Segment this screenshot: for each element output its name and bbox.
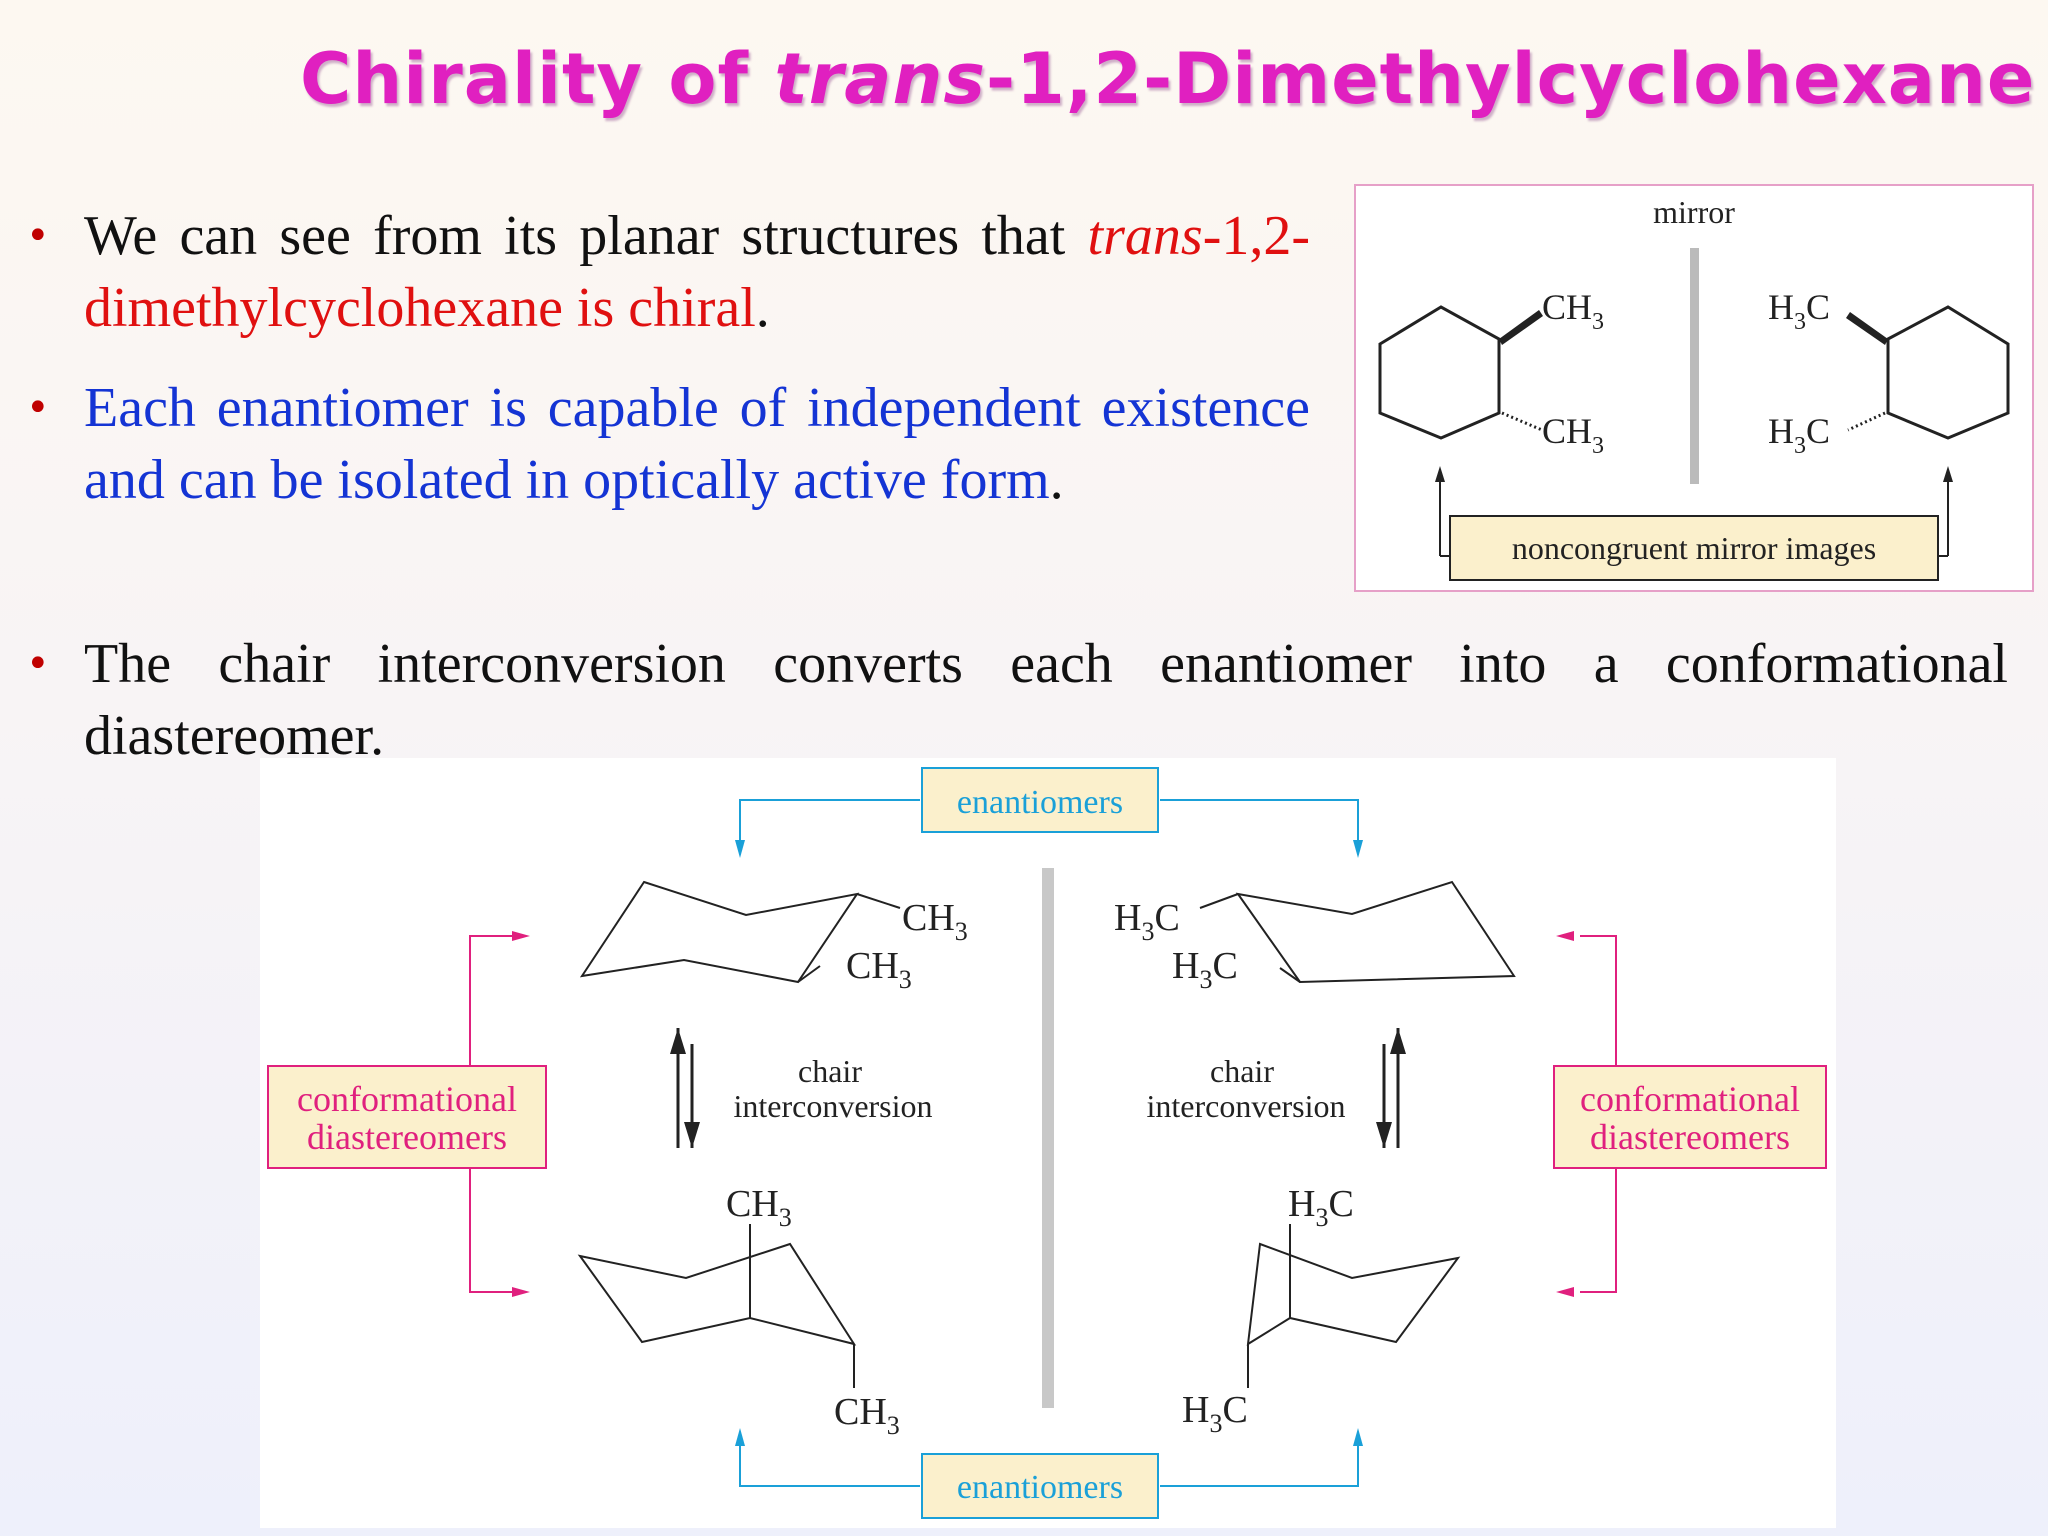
top-left-arrowhead xyxy=(735,840,745,858)
left-bottom-methyl: CH3 xyxy=(1542,411,1604,459)
trans-italic: trans xyxy=(1087,205,1203,267)
right-bottom-h3c-lower: H3C xyxy=(1182,1389,1248,1438)
left-diastereomers-label: diastereomers xyxy=(307,1117,507,1157)
planar-mirror-figure: mirror CH3 CH3 H3C H3C noncongruent mirr… xyxy=(1354,184,2034,592)
left-top-methyl: CH3 xyxy=(1542,287,1604,335)
bottom-left-arrowhead xyxy=(735,1428,745,1446)
right-conformational-label: conformational xyxy=(1580,1079,1800,1119)
left-upper-magenta-connector xyxy=(469,935,516,1066)
top-enantiomers-box xyxy=(921,767,1159,833)
bottom-left-connector xyxy=(739,1438,920,1487)
right-cyclohexane-ring xyxy=(1886,305,2010,440)
top-right-connector xyxy=(1160,799,1359,848)
right-top-h3c-upper: H3C xyxy=(1114,897,1180,946)
right-lower-magenta-arrowhead xyxy=(1556,1287,1574,1297)
right-interconversion-label: interconversion xyxy=(1146,1088,1345,1124)
left-lower-magenta-connector xyxy=(469,1168,516,1293)
left-hash-bond xyxy=(1501,411,1543,432)
top-left-connector xyxy=(739,799,920,848)
chair-conformations-figure: enantiomers enantiomers CH3 CH3 H3C H3C … xyxy=(260,758,1836,1528)
left-top-ch3-lower: CH3 xyxy=(846,945,912,994)
right-bottom-h3c-upper: H3C xyxy=(1288,1183,1354,1232)
period: . xyxy=(755,277,770,339)
bullet-enantiomer-existence: • Each enantiomer is capable of independ… xyxy=(26,372,1310,516)
bullet-text: We can see from its planar structures th… xyxy=(84,205,1088,267)
left-up-equilibrium-arrow xyxy=(670,1028,686,1054)
bullet-planar-structures: • We can see from its planar structures … xyxy=(26,200,1310,344)
left-cyclohexane-ring xyxy=(1378,305,1501,440)
title-prefix: Chirality of xyxy=(300,38,775,120)
chair-conformations-svg: enantiomers enantiomers CH3 CH3 H3C H3C … xyxy=(267,767,1827,1519)
chiral-statement: 1,2-dimethylcyclohexane is chiral xyxy=(84,205,1310,339)
bullet-text: The chair interconversion converts each … xyxy=(84,633,2008,767)
left-interconversion-label: interconversion xyxy=(733,1088,932,1124)
left-down-equilibrium-arrow xyxy=(684,1122,700,1148)
left-upper-magenta-arrowhead xyxy=(512,931,530,941)
right-lower-magenta-connector xyxy=(1580,1168,1617,1293)
left-conformational-label: conformational xyxy=(297,1079,517,1119)
right-wedge-bond xyxy=(1846,312,1888,345)
left-top-ch3-upper: CH3 xyxy=(902,897,968,946)
right-top-chair xyxy=(1235,880,1516,984)
bullet-dot: • xyxy=(26,385,50,431)
bullet-chair-interconversion: • The chair interconversion converts eac… xyxy=(26,628,2008,772)
noncongruent-label: noncongruent mirror images xyxy=(1512,530,1876,566)
right-top-h3c-lower: H3C xyxy=(1172,945,1238,994)
left-conformational-box xyxy=(267,1065,547,1169)
right-upper-magenta-arrowhead xyxy=(1556,931,1574,941)
mirror-label: mirror xyxy=(1653,194,1735,230)
bullet-dot: • xyxy=(26,641,50,687)
right-conformational-box xyxy=(1553,1065,1827,1169)
planar-mirror-svg: mirror CH3 CH3 H3C H3C noncongruent mirr… xyxy=(1378,194,2010,581)
bottom-right-arrowhead xyxy=(1353,1428,1363,1446)
bottom-right-connector xyxy=(1160,1438,1359,1487)
right-down-equilibrium-arrow xyxy=(1376,1122,1392,1148)
right-bottom-methyl: H3C xyxy=(1768,411,1830,459)
noncongruent-box xyxy=(1449,515,1939,581)
right-diastereomers-label: diastereomers xyxy=(1590,1117,1790,1157)
left-up-arrow xyxy=(1435,466,1445,482)
trans-dash: - xyxy=(1202,205,1222,267)
mirror-line xyxy=(1690,248,1699,484)
bullet-text: Each enantiomer is capable of independen… xyxy=(84,377,1310,511)
bottom-enantiomers-label: enantiomers xyxy=(957,1469,1123,1506)
left-bottom-chair xyxy=(577,1242,857,1346)
left-wedge-bond xyxy=(1499,310,1543,345)
left-bottom-ch3-upper: CH3 xyxy=(726,1183,792,1232)
page-title: Chirality of trans-1,2-Dimethylcyclohexa… xyxy=(300,38,2034,120)
title-italic: trans xyxy=(774,38,987,120)
right-upper-magenta-connector xyxy=(1580,935,1617,1066)
left-top-chair xyxy=(579,880,860,984)
period: . xyxy=(1049,449,1064,511)
right-chair-label: chair xyxy=(1210,1053,1274,1089)
bullet-dot: • xyxy=(26,213,50,259)
bottom-enantiomers-box xyxy=(921,1453,1159,1519)
left-bottom-ch3-lower: CH3 xyxy=(834,1391,900,1440)
top-right-arrowhead xyxy=(1353,840,1363,858)
left-chair-label: chair xyxy=(798,1053,862,1089)
right-up-arrow xyxy=(1943,466,1953,482)
right-up-equilibrium-arrow xyxy=(1390,1028,1406,1054)
top-enantiomers-label: enantiomers xyxy=(957,784,1123,821)
right-bottom-chair xyxy=(1246,1242,1461,1346)
left-lower-magenta-arrowhead xyxy=(512,1287,530,1297)
title-suffix: -1,2-Dimethylcyclohexane xyxy=(986,38,2036,120)
right-hash-bond xyxy=(1847,411,1886,432)
center-divider xyxy=(1042,868,1054,1408)
right-top-methyl: H3C xyxy=(1768,287,1830,335)
